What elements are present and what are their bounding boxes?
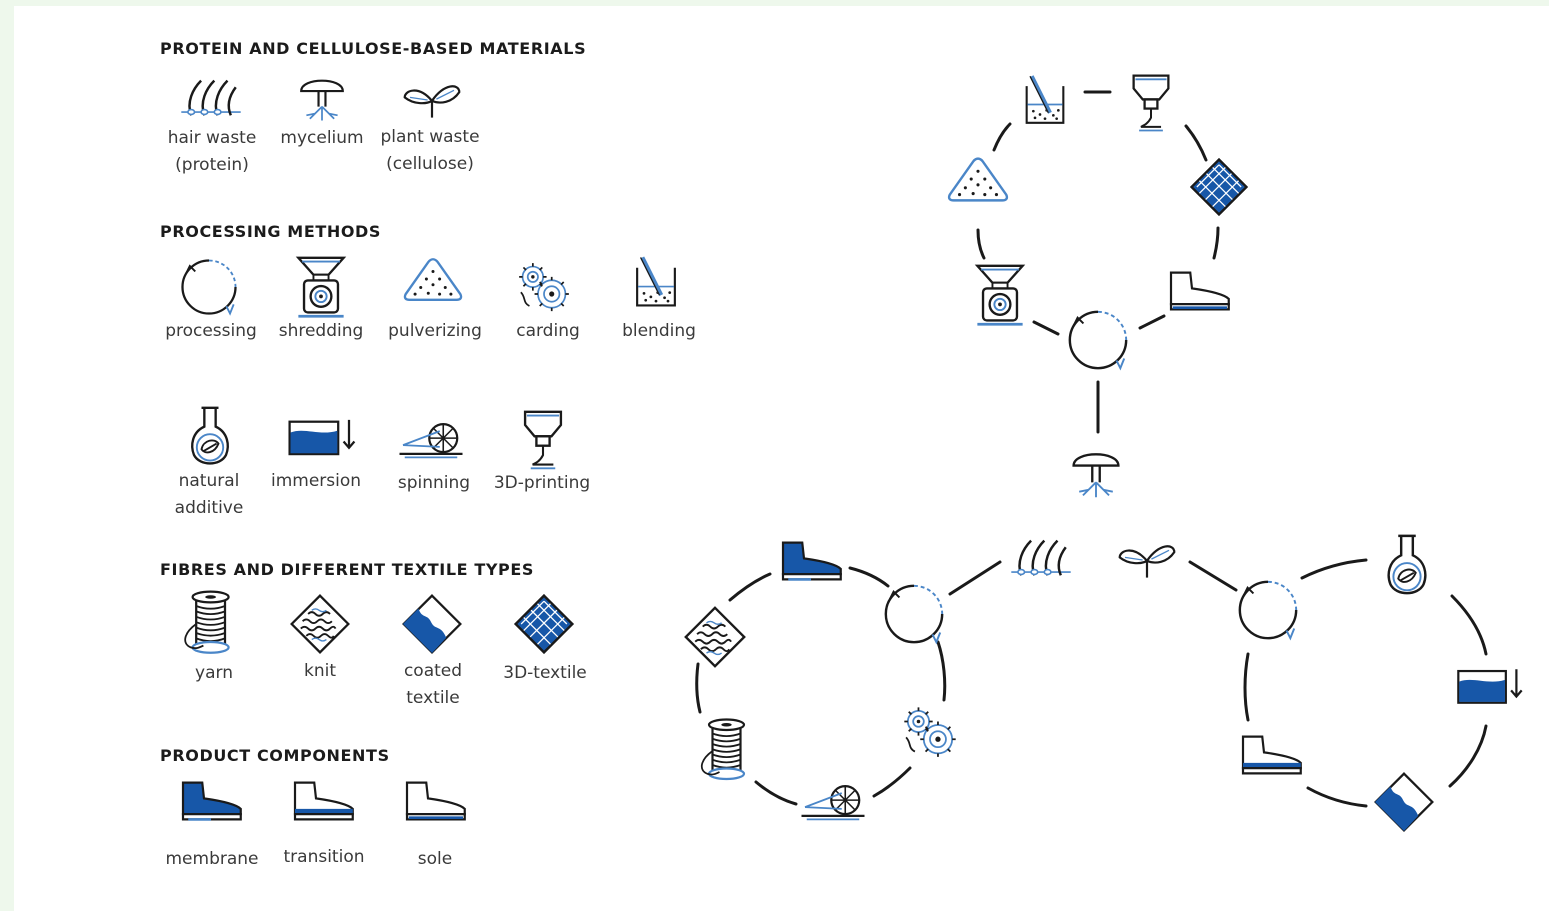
section-product-heading: PRODUCT COMPONENTS [160,746,390,765]
3d-textile-icon [1190,158,1248,216]
right-cycle-link [1243,652,1250,722]
hair-waste-label: hair waste(protein) [167,128,257,175]
natural-additive-icon [1387,534,1427,595]
shredding-label: shredding [278,321,364,341]
pulverizing-label: pulverizing [388,321,482,341]
3d-printing-label: 3D-printing [493,473,591,493]
mycelium-icon [1072,453,1120,499]
carding-icon [903,706,957,758]
processing-label: processing [165,321,257,341]
shredding-icon [975,264,1025,326]
left-cycle-link [848,566,890,588]
top-cycle-link [1138,314,1166,330]
section-fibres-heading: FIBRES AND DIFFERENT TEXTILE TYPES [160,560,535,579]
mycelium-label: mycelium [280,128,364,148]
yarn-label: yarn [195,663,233,683]
left-cycle-link [728,572,772,602]
top-cycle-link [992,122,1012,152]
right-cycle-link [1450,594,1488,656]
spinning-label: spinning [397,473,471,493]
carding-label: carding [516,321,580,341]
sole-shoe-icon [1169,271,1231,311]
left-cycle-link [936,640,947,702]
right-cycle-link [1306,786,1368,808]
section-materials-heading: PROTEIN AND CELLULOSE-BASED MATERIALS [160,39,587,58]
top-cycle-link [976,228,986,260]
transition-shoe-icon [1241,735,1302,775]
section-processing-heading: PROCESSING METHODS [160,222,382,241]
membrane-label: membrane [165,849,259,869]
right-cycle-link [1300,558,1368,580]
knit-icon [684,606,746,668]
left-cycle-link [872,766,912,798]
pulverizing-icon [947,157,1009,202]
link-plant-right [1188,560,1238,592]
coated-textile-icon [1374,772,1434,832]
plant-waste-icon [1118,545,1176,579]
hair-waste-icon [1009,539,1073,577]
membrane-shoe-icon [781,541,843,581]
plant-waste-label: plant waste(cellulose) [380,127,480,174]
sole-label: sole [417,849,453,869]
transition-label: transition [283,847,365,867]
knit-label: knit [303,661,337,681]
immersion-label: immersion [270,471,362,491]
link-hair-left [948,560,1002,596]
left-cycle-link [754,780,798,806]
3d-textile-label: 3D-textile [503,663,587,683]
3d-printing-icon [1132,74,1170,132]
top-cycle-link [1032,320,1060,336]
processing-icon [1068,310,1128,370]
processing-icon [884,584,944,644]
top-cycle-link [1212,226,1220,260]
blending-label: blending [622,321,696,341]
left-cycle-link [695,662,702,714]
right-cycle-link [1448,724,1488,788]
yarn-icon [700,718,746,781]
processing-icon [1238,580,1298,640]
blending-icon [1020,72,1070,132]
immersion-icon [1457,668,1523,704]
top-cycle-link [1184,124,1208,162]
spinning-icon [800,784,866,821]
